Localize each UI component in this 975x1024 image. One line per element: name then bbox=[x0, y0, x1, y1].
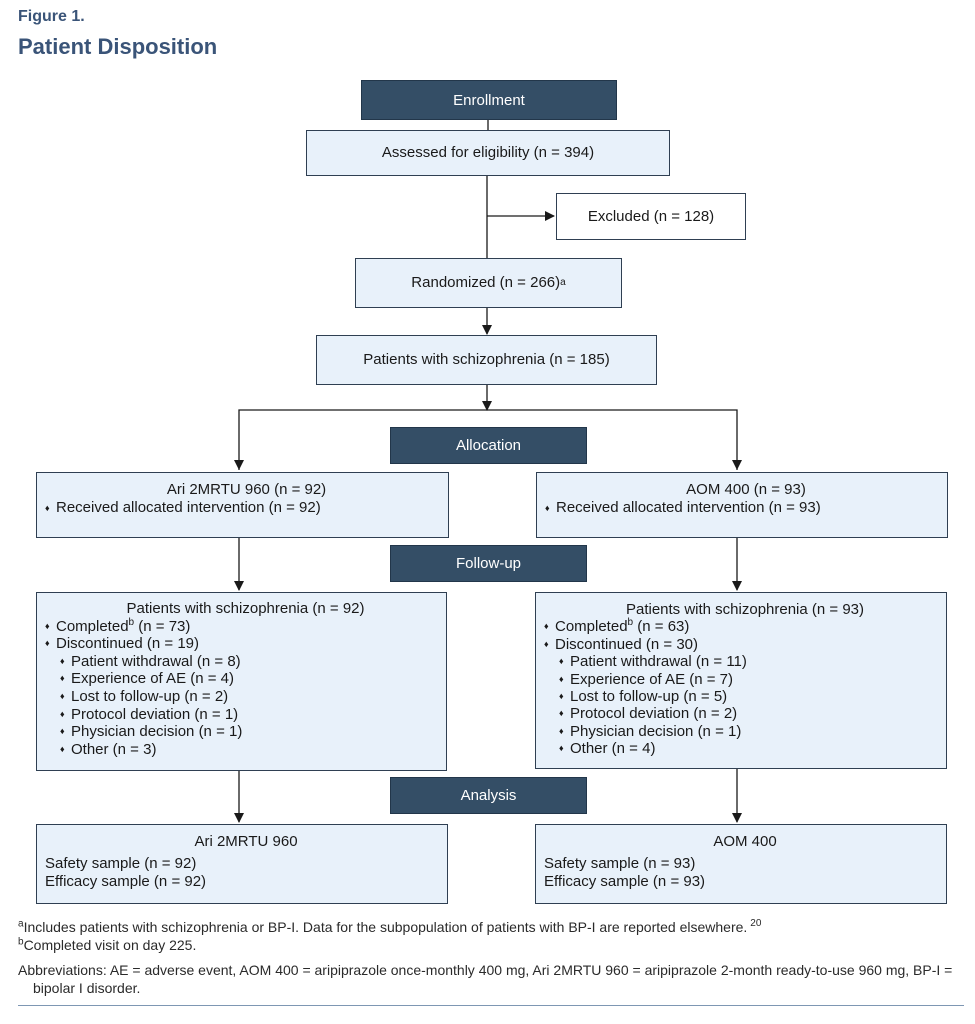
safety-sample: Safety sample (n = 93) bbox=[544, 855, 696, 872]
schizophrenia-box: Patients with schizophrenia (n = 185) bbox=[316, 335, 657, 385]
discontinue-reason: Experience of AE (n = 7) bbox=[559, 671, 946, 689]
analysis-title: AOM 400 bbox=[713, 833, 777, 850]
discontinue-reason: Lost to follow-up (n = 2) bbox=[60, 688, 446, 706]
discontinue-reason: Other (n = 4) bbox=[559, 740, 946, 758]
safety-sample: Safety sample (n = 92) bbox=[45, 855, 197, 872]
followup-title: Patients with schizophrenia (n = 93) bbox=[625, 601, 865, 618]
efficacy-sample: Efficacy sample (n = 92) bbox=[45, 873, 207, 890]
stage-follow-up: Follow-up bbox=[390, 545, 587, 582]
excluded-box: Excluded (n = 128) bbox=[556, 193, 746, 240]
allocation-box-ari: Ari 2MRTU 960 (n = 92) Received allocate… bbox=[36, 472, 449, 538]
footnotes: aIncludes patients with schizophrenia or… bbox=[18, 918, 958, 997]
allocation-title: Ari 2MRTU 960 (n = 92) bbox=[166, 481, 327, 498]
arrowhead-right-branch bbox=[732, 460, 742, 470]
stage-allocation: Allocation bbox=[390, 427, 587, 464]
analysis-box-aom: AOM 400 Safety sample (n = 93) Efficacy … bbox=[535, 824, 947, 904]
discontinue-reason: Patient withdrawal (n = 8) bbox=[60, 653, 446, 671]
bottom-rule bbox=[18, 1005, 964, 1006]
received-intervention: Received allocated intervention (n = 92) bbox=[45, 499, 448, 517]
randomized-box: Randomized (n = 266)a bbox=[355, 258, 622, 308]
received-intervention: Received allocated intervention (n = 93) bbox=[545, 499, 947, 517]
allocation-box-aom: AOM 400 (n = 93) Received allocated inte… bbox=[536, 472, 948, 538]
discontinued-item: Discontinued (n = 19) bbox=[45, 635, 446, 653]
efficacy-sample: Efficacy sample (n = 93) bbox=[544, 873, 706, 890]
discontinue-reason: Physician decision (n = 1) bbox=[60, 723, 446, 741]
followup-box-aom: Patients with schizophrenia (n = 93) Com… bbox=[535, 592, 947, 769]
followup-title: Patients with schizophrenia (n = 92) bbox=[126, 600, 365, 617]
completed-item: Completedb (n = 73) bbox=[45, 617, 446, 636]
allocation-title: AOM 400 (n = 93) bbox=[686, 481, 806, 498]
discontinue-reason: Experience of AE (n = 4) bbox=[60, 670, 446, 688]
abbreviations: Abbreviations: AE = adverse event, AOM 4… bbox=[18, 962, 953, 996]
connector-split-branches bbox=[238, 409, 738, 470]
discontinue-reason: Other (n = 3) bbox=[60, 741, 446, 759]
discontinue-reason: Protocol deviation (n = 2) bbox=[559, 705, 946, 723]
figure-label: Figure 1. bbox=[18, 8, 85, 25]
discontinued-item: Discontinued (n = 30) bbox=[544, 636, 946, 654]
analysis-title: Ari 2MRTU 960 bbox=[194, 833, 298, 850]
figure-title: Patient Disposition bbox=[18, 34, 218, 59]
stage-analysis: Analysis bbox=[390, 777, 587, 814]
footnote-b: bCompleted visit on day 225. bbox=[18, 936, 197, 953]
assessed-box: Assessed for eligibility (n = 394) bbox=[306, 130, 670, 176]
stage-enrollment: Enrollment bbox=[361, 80, 617, 120]
completed-item: Completedb (n = 63) bbox=[544, 618, 946, 636]
footnote-a: aIncludes patients with schizophrenia or… bbox=[18, 918, 762, 935]
discontinue-reason: Lost to follow-up (n = 5) bbox=[559, 688, 946, 706]
discontinue-reason: Protocol deviation (n = 1) bbox=[60, 706, 446, 724]
analysis-box-ari: Ari 2MRTU 960 Safety sample (n = 92) Eff… bbox=[36, 824, 448, 904]
discontinue-reason: Patient withdrawal (n = 11) bbox=[559, 653, 946, 671]
randomized-label: Randomized (n = 266) bbox=[411, 274, 561, 291]
discontinue-reason: Physician decision (n = 1) bbox=[559, 723, 946, 741]
followup-box-ari: Patients with schizophrenia (n = 92) Com… bbox=[36, 592, 447, 771]
arrowhead-left-branch bbox=[234, 460, 244, 470]
